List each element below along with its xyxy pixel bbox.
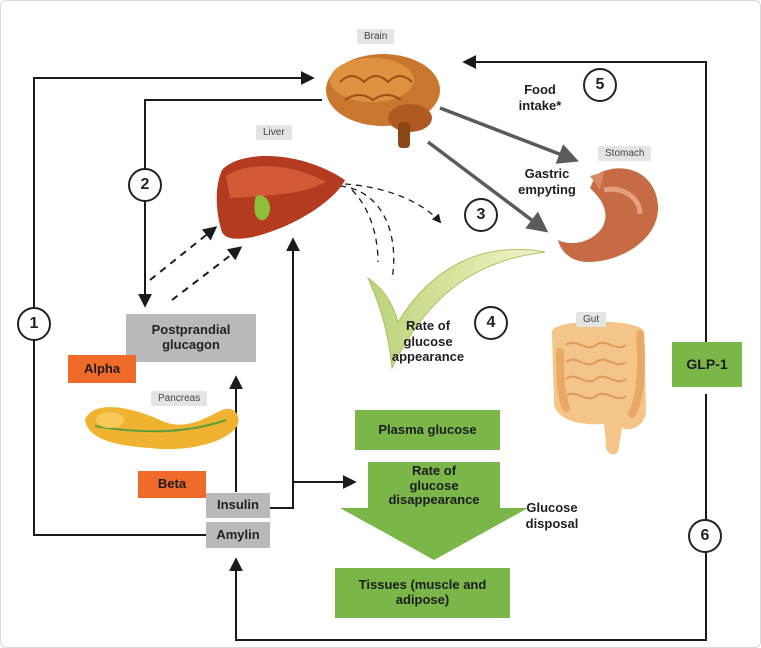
pathway-4-marker: 4 xyxy=(474,306,508,340)
postprandial-glucagon-box: Postprandial glucagon xyxy=(126,314,256,362)
glucose-swoosh-icon xyxy=(366,248,546,370)
liver-icon xyxy=(216,156,345,239)
liver-glucose-dashed-2 xyxy=(344,183,442,224)
pathway-5-marker: 5 xyxy=(583,68,617,102)
rate-appearance-label: Rate of glucose appearance xyxy=(391,318,465,365)
liver-tag: Liver xyxy=(256,125,292,140)
pancreas-tag: Pancreas xyxy=(151,391,208,406)
glucagon-to-liver-dashed-2 xyxy=(171,246,243,301)
insulin-to-liver-arrow xyxy=(270,237,300,509)
stomach-icon xyxy=(558,168,659,262)
gastric-emptying-label: Gastric empyting xyxy=(518,166,576,197)
amylin-box: Amylin xyxy=(206,522,270,548)
rate-disappearance-label: Rate of glucose disappearance xyxy=(388,462,480,508)
glp1-to-brain-arrow xyxy=(462,55,707,364)
pathway-2-arrow xyxy=(138,99,322,308)
pathway-6-arrow xyxy=(229,394,707,641)
glucose-disposal-label: Glucose disposal xyxy=(525,500,579,531)
liver-glucose-dashed-1 xyxy=(339,185,395,281)
food-intake-label: Food intake* xyxy=(518,82,562,113)
beta-cell-box: Beta xyxy=(138,471,206,498)
pathway-1-marker: 1 xyxy=(17,307,51,341)
brain-icon xyxy=(326,54,440,148)
stomach-tag: Stomach xyxy=(598,146,652,161)
pathway-6-marker: 6 xyxy=(688,519,722,553)
pathway-2-marker: 2 xyxy=(128,168,162,202)
brain-gastric-arrow xyxy=(426,140,549,233)
pathway-3-marker: 3 xyxy=(464,198,498,232)
gut-icon xyxy=(552,321,646,455)
alpha-cell-box: Alpha xyxy=(68,355,136,383)
insulin-box: Insulin xyxy=(206,493,270,518)
glucose-disposal-arrow xyxy=(340,462,528,560)
plasma-glucose-box: Plasma glucose xyxy=(355,410,500,450)
glucagon-to-liver-dashed-1 xyxy=(149,226,218,281)
brain-tag: Brain xyxy=(357,29,395,44)
pancreas-icon xyxy=(85,407,239,450)
tissues-box: Tissues (muscle and adipose) xyxy=(335,568,510,618)
pathway-1-arrow xyxy=(33,71,315,536)
glp1-box: GLP-1 xyxy=(672,342,742,387)
brain-to-stomach-arrow xyxy=(439,106,579,164)
liver-glucose-dashed-3 xyxy=(351,189,379,263)
gut-tag: Gut xyxy=(576,312,607,327)
